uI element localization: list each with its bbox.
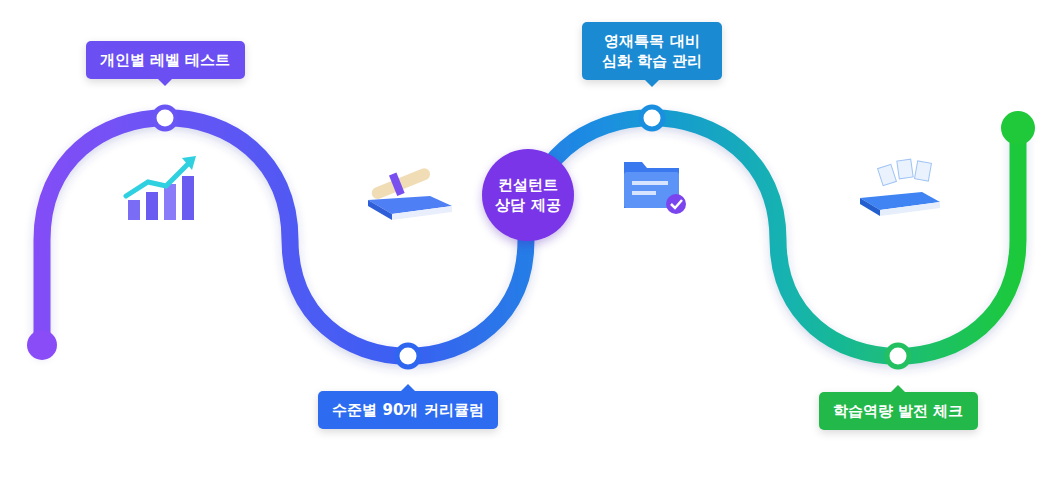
end-dot (1001, 111, 1035, 145)
milestone-dots (154, 107, 909, 367)
book-papers-icon (860, 159, 940, 216)
node-label: 영재특목 대비 심화 학습 관리 (596, 31, 708, 71)
book-scroll-icon (368, 166, 452, 220)
node-label: 수준별 90개 커리큘럼 (332, 400, 484, 420)
node-label: 컨설턴트 상담 제공 (488, 175, 568, 215)
callout-box: 수준별 90개 커리큘럼 (318, 391, 498, 429)
callout-box: 영재특목 대비 심화 학습 관리 (582, 22, 722, 80)
start-dot (27, 330, 57, 360)
callout-box: 학습역량 발전 체크 (819, 392, 978, 430)
node-label: 학습역량 발전 체크 (833, 401, 964, 421)
consult-circle: 컨설턴트 상담 제공 (482, 149, 574, 241)
callout-pointer (401, 384, 415, 391)
callout-pointer (891, 385, 905, 392)
callout-box: 개인별 레벨 테스트 (86, 41, 245, 79)
wave-path (42, 118, 1018, 357)
chart-icon (126, 156, 196, 220)
folder-icon (624, 162, 686, 214)
callout-pointer (158, 79, 172, 86)
callout-pointer (645, 80, 659, 87)
node-label: 개인별 레벨 테스트 (100, 50, 231, 70)
